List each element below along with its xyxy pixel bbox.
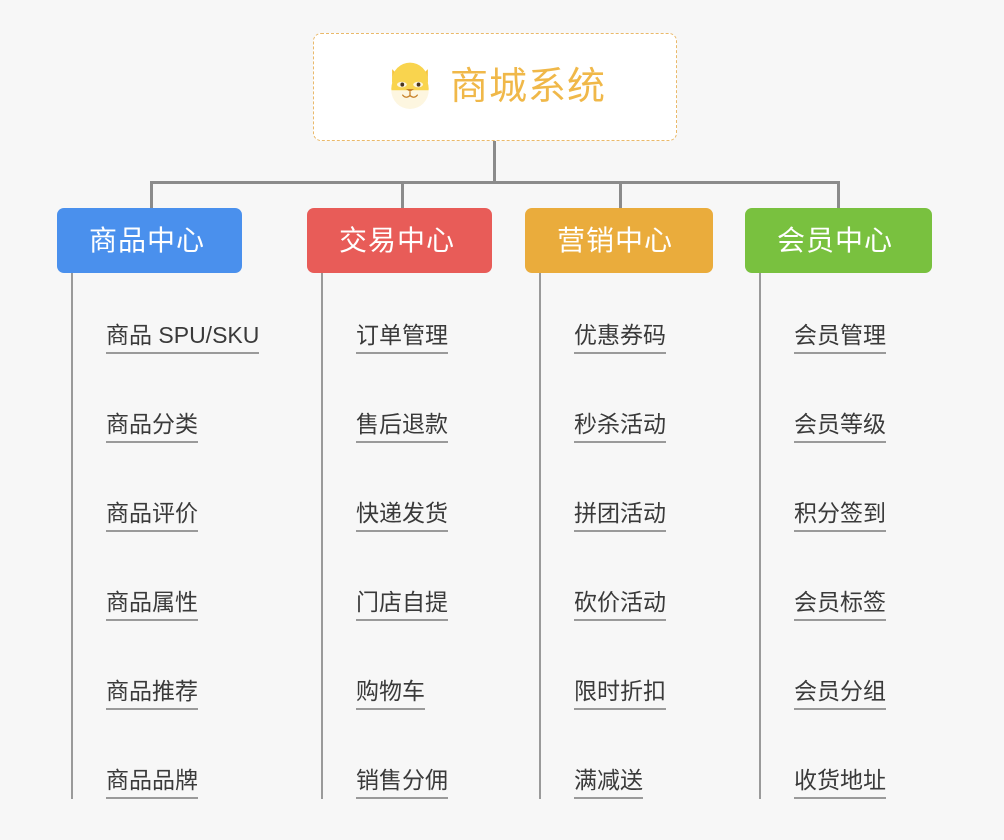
branch-header-member-center[interactable]: 会员中心 (745, 208, 932, 273)
branch-items-marketing-center: 优惠券码 秒杀活动 拼团活动 砍价活动 限时折扣 满减送 (539, 273, 713, 799)
list-item[interactable]: 订单管理 (325, 273, 492, 354)
list-item-label: 售后退款 (356, 411, 448, 443)
connector-drop-branch-1 (150, 181, 153, 208)
list-item-label: 会员标签 (794, 589, 886, 621)
list-item-label: 商品分类 (106, 411, 198, 443)
branch-column-marketing-center: 营销中心 优惠券码 秒杀活动 拼团活动 砍价活动 限时折扣 满减送 (525, 208, 713, 799)
list-item[interactable]: 会员分组 (763, 621, 932, 710)
list-item-label: 快递发货 (356, 500, 448, 532)
branch-items-trade-center: 订单管理 售后退款 快递发货 门店自提 购物车 销售分佣 (321, 273, 492, 799)
list-item-label: 秒杀活动 (574, 411, 666, 443)
list-item-label: 销售分佣 (356, 767, 448, 799)
connector-drop-branch-3 (619, 181, 622, 208)
branch-items-product-center: 商品 SPU/SKU 商品分类 商品评价 商品属性 商品推荐 商品品牌 (71, 273, 260, 799)
list-item-label: 会员等级 (794, 411, 886, 443)
list-item-label: 优惠券码 (574, 322, 666, 354)
branch-header-trade-center[interactable]: 交易中心 (307, 208, 492, 273)
list-item[interactable]: 快递发货 (325, 443, 492, 532)
connector-drop-branch-2 (401, 181, 404, 208)
list-item[interactable]: 商品品牌 (75, 710, 259, 799)
connector-drop-branch-4 (837, 181, 840, 208)
list-item[interactable]: 满减送 (543, 710, 713, 799)
list-item[interactable]: 售后退款 (325, 354, 492, 443)
list-item-label: 拼团活动 (574, 500, 666, 532)
branch-label: 会员中心 (777, 224, 894, 256)
list-item[interactable]: 砍价活动 (543, 532, 713, 621)
shiba-dog-emoji-icon (391, 62, 429, 109)
list-item[interactable]: 商品属性 (75, 532, 259, 621)
branch-column-trade-center: 交易中心 订单管理 售后退款 快递发货 门店自提 购物车 销售分佣 (307, 208, 492, 799)
list-item[interactable]: 收货地址 (763, 710, 932, 799)
root-node-shopping-mall-system[interactable]: 商城系统 (313, 33, 677, 141)
list-item-label: 商品 SPU/SKU (106, 322, 260, 354)
list-item[interactable]: 积分签到 (763, 443, 932, 532)
list-item[interactable]: 商品 SPU/SKU (75, 273, 260, 354)
branch-label: 商品中心 (89, 224, 206, 256)
list-item-label: 商品品牌 (106, 767, 198, 799)
list-item[interactable]: 优惠券码 (543, 273, 713, 354)
list-item-label: 积分签到 (794, 500, 886, 532)
branch-label: 营销中心 (557, 224, 674, 256)
list-item-label: 收货地址 (794, 767, 886, 799)
list-item[interactable]: 限时折扣 (543, 621, 713, 710)
list-item-label: 满减送 (574, 767, 643, 799)
list-item-label: 订单管理 (356, 322, 448, 354)
list-item-label: 商品评价 (106, 500, 198, 532)
list-item-label: 会员分组 (794, 678, 886, 710)
list-item[interactable]: 秒杀活动 (543, 354, 713, 443)
list-item-label: 购物车 (356, 678, 425, 710)
list-item-label: 门店自提 (356, 589, 448, 621)
list-item[interactable]: 商品推荐 (75, 621, 259, 710)
branch-label: 交易中心 (339, 224, 456, 256)
list-item-label: 限时折扣 (574, 678, 666, 710)
connector-root-stem (493, 141, 496, 183)
list-item-label: 砍价活动 (574, 589, 666, 621)
list-item[interactable]: 门店自提 (325, 532, 492, 621)
list-item-label: 商品推荐 (106, 678, 198, 710)
branch-header-marketing-center[interactable]: 营销中心 (525, 208, 713, 273)
list-item-label: 会员管理 (794, 322, 886, 354)
connector-horizontal-bus (150, 181, 840, 184)
branch-header-product-center[interactable]: 商品中心 (57, 208, 242, 273)
list-item-label: 商品属性 (106, 589, 198, 621)
list-item[interactable]: 商品评价 (75, 443, 259, 532)
list-item[interactable]: 拼团活动 (543, 443, 713, 532)
branch-column-product-center: 商品中心 商品 SPU/SKU 商品分类 商品评价 商品属性 商品推荐 商品品牌 (57, 208, 260, 799)
list-item[interactable]: 会员管理 (763, 273, 932, 354)
list-item[interactable]: 会员标签 (763, 532, 932, 621)
list-item[interactable]: 销售分佣 (325, 710, 492, 799)
branch-items-member-center: 会员管理 会员等级 积分签到 会员标签 会员分组 收货地址 (759, 273, 932, 799)
branch-column-member-center: 会员中心 会员管理 会员等级 积分签到 会员标签 会员分组 收货地址 (745, 208, 932, 799)
root-node-title: 商城系统 (449, 66, 606, 108)
list-item[interactable]: 会员等级 (763, 354, 932, 443)
list-item[interactable]: 购物车 (325, 621, 492, 710)
list-item[interactable]: 商品分类 (75, 354, 259, 443)
